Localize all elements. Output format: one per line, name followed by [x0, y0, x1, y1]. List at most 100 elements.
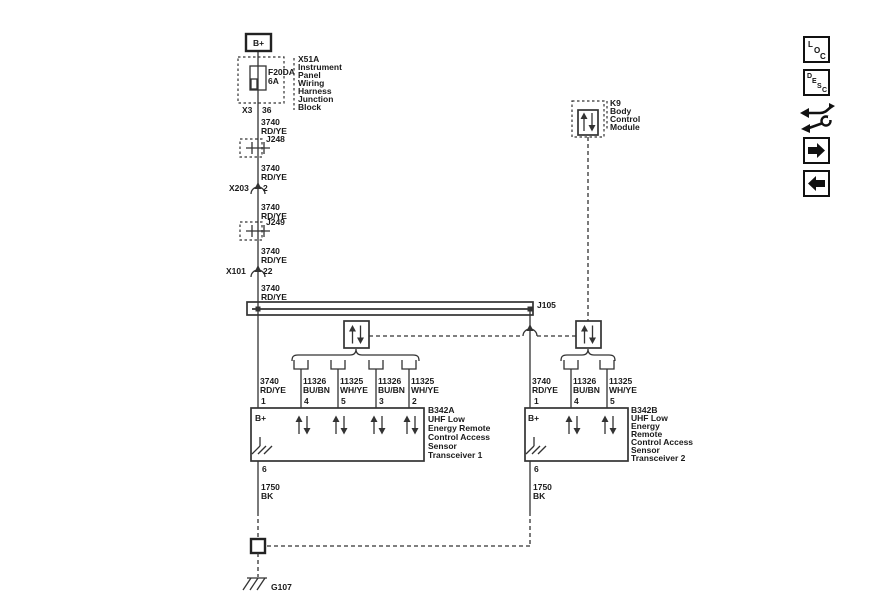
connector-name: X3	[242, 105, 253, 115]
module-label: B342B	[631, 405, 657, 415]
svg-text:RD/YE: RD/YE	[261, 211, 287, 221]
svg-text:BK: BK	[533, 491, 546, 501]
module-b342a: B+ B342A UHF Low Energy Remote Control A…	[250, 405, 491, 474]
pin-number: 4	[574, 396, 579, 406]
svg-text:WH/YE: WH/YE	[609, 385, 637, 395]
signal-arrows-icon	[579, 111, 597, 133]
bcm-label: Module	[610, 122, 640, 132]
splice-label: J249	[266, 217, 285, 227]
svg-text:RD/YE: RD/YE	[261, 255, 287, 265]
pin-number: 6	[262, 464, 267, 474]
splice-j249: J249	[239, 217, 285, 241]
module-label: UHF Low	[428, 414, 465, 424]
svg-text:BU/BN: BU/BN	[303, 385, 330, 395]
svg-text:3740: 3740	[532, 376, 551, 386]
pin-number: 6	[534, 464, 539, 474]
svg-text:RD/YE: RD/YE	[261, 172, 287, 182]
signal-arrows-icon	[580, 324, 597, 345]
fuse-name: F20DA	[268, 67, 295, 77]
signal-arrows-icon	[564, 414, 582, 436]
connector-pin: 36	[262, 105, 272, 115]
wire-label-3740-3: 3740 RD/YE	[261, 202, 287, 221]
wire-label-3740-1: 3740 RD/YE	[261, 117, 287, 136]
antenna-wires-left	[293, 359, 417, 408]
signal-arrows-icon	[348, 324, 365, 345]
bcm-label: Body	[610, 106, 632, 116]
pin-number: 1	[534, 396, 539, 406]
bus-bar-j105: J105	[246, 300, 556, 316]
module-label: Control Access	[428, 432, 490, 442]
signal-arrows-icon	[369, 414, 387, 436]
back-button[interactable]	[803, 170, 830, 197]
module-b342b: B+ B342B UHF Low Energy Remote Control A…	[524, 405, 693, 474]
svg-text:3740: 3740	[260, 376, 279, 386]
module-bplus: B+	[255, 413, 266, 423]
signal-arrows-icon	[402, 414, 420, 436]
signal-arrows-icon	[600, 414, 618, 436]
svg-text:3740: 3740	[261, 163, 280, 173]
svg-text:RD/YE: RD/YE	[261, 292, 287, 302]
svg-text:RD/YE: RD/YE	[532, 385, 558, 395]
chassis-ground-symbol	[242, 577, 268, 591]
signal-arrows-icon	[294, 414, 312, 436]
desc-button[interactable]: D E S C	[803, 69, 830, 96]
swap-wrench-icon[interactable]	[798, 100, 836, 136]
brace-right	[560, 348, 616, 362]
svg-text:BU/BN: BU/BN	[378, 385, 405, 395]
svg-text:WH/YE: WH/YE	[411, 385, 439, 395]
svg-text:11326: 11326	[303, 376, 326, 386]
module-label: Control Access	[631, 437, 693, 447]
bcm-label: Control	[610, 114, 640, 124]
desc-letter: D	[807, 73, 813, 80]
connector-x203: X203 2	[229, 181, 268, 195]
antenna-coupler-left	[343, 320, 370, 349]
desc-letter: C	[822, 87, 828, 94]
junction-block-label: Junction	[298, 94, 333, 104]
svg-text:3740: 3740	[261, 283, 280, 293]
connector-pin: 22	[263, 266, 273, 276]
svg-text:WH/YE: WH/YE	[340, 385, 368, 395]
pin-number: 4	[304, 396, 309, 406]
module-label: Sensor	[428, 441, 458, 451]
module-bplus: B+	[528, 413, 539, 423]
wire-labels-b342b: 3740 RD/YE 1 11326 BU/BN 4 11325 WH/YE 5	[532, 376, 637, 406]
forward-button[interactable]	[803, 137, 830, 164]
ground-circuit: 1750 BK 1750 BK G107	[242, 461, 552, 592]
splice-label: J248	[266, 134, 285, 144]
svg-text:11325: 11325	[609, 376, 632, 386]
svg-text:11325: 11325	[411, 376, 434, 386]
module-label: Remote	[631, 429, 662, 439]
module-label: Transceiver 1	[428, 450, 483, 460]
module-label: UHF Low	[631, 413, 668, 423]
internal-ground-symbol	[251, 436, 273, 455]
svg-text:BK: BK	[261, 491, 274, 501]
module-k9-bcm: K9 Body Control Module	[571, 98, 640, 138]
wire-label-3740-5: 3740 RD/YE	[261, 283, 287, 302]
module-label: Transceiver 2	[631, 453, 686, 463]
pin-number: 5	[341, 396, 346, 406]
junction-block-label: Block	[298, 102, 321, 112]
module-label: Energy Remote	[428, 423, 491, 433]
junction-block-label: Instrument	[298, 62, 342, 72]
ground-label: G107	[271, 582, 292, 592]
svg-text:RD/YE: RD/YE	[260, 385, 286, 395]
bus-label: J105	[537, 300, 556, 310]
svg-text:BU/BN: BU/BN	[573, 385, 600, 395]
junction-block-label: Wiring	[298, 78, 324, 88]
back-arrow-icon	[808, 176, 825, 191]
svg-text:11326: 11326	[378, 376, 401, 386]
junction-block-label: Panel	[298, 70, 321, 80]
loc-button[interactable]: L O C	[803, 36, 830, 63]
svg-text:1750: 1750	[261, 482, 280, 492]
brace-left	[291, 348, 420, 362]
junction-block-x51a: F20DA 6A X51A Instrument Panel Wiring Ha…	[237, 54, 342, 112]
connector-name: X101	[226, 266, 246, 276]
svg-text:1750: 1750	[533, 482, 552, 492]
connector-x3: X3 36	[242, 105, 272, 115]
pin-number: 3	[379, 396, 384, 406]
antenna-wires-right	[563, 359, 615, 408]
fuse-f20da-symbol	[249, 65, 267, 91]
pin-number: 1	[261, 396, 266, 406]
